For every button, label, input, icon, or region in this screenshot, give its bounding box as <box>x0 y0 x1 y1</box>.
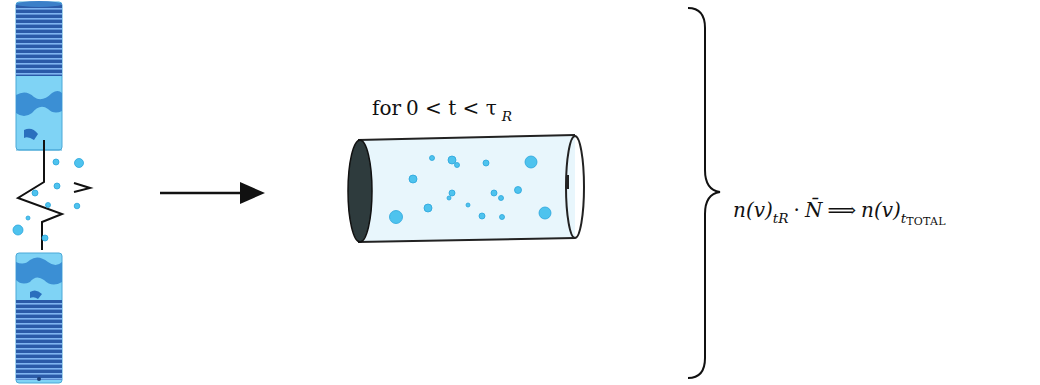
subscript: t <box>773 210 778 226</box>
subscript: TOTAL <box>906 215 945 228</box>
lower-specimen <box>16 253 62 383</box>
tube <box>348 135 584 242</box>
implies-symbol: ⟹ <box>827 198 856 222</box>
condition-text: for <box>372 96 401 120</box>
subscript: R <box>778 210 788 226</box>
operator: · <box>794 198 800 222</box>
upper-specimen <box>16 1 62 150</box>
formula: n(v)tR·N̄⟹n(v)tTOTAL <box>733 198 946 228</box>
mean-count: N̄ <box>805 198 823 222</box>
subscript: t <box>901 210 906 226</box>
distribution: n(v) <box>861 198 901 222</box>
time-interval: 0 < t < τ <box>406 96 497 120</box>
time-condition: for0 < t < τ R <box>372 96 512 124</box>
distribution: n(v) <box>733 198 773 222</box>
subscript: R <box>502 108 512 124</box>
